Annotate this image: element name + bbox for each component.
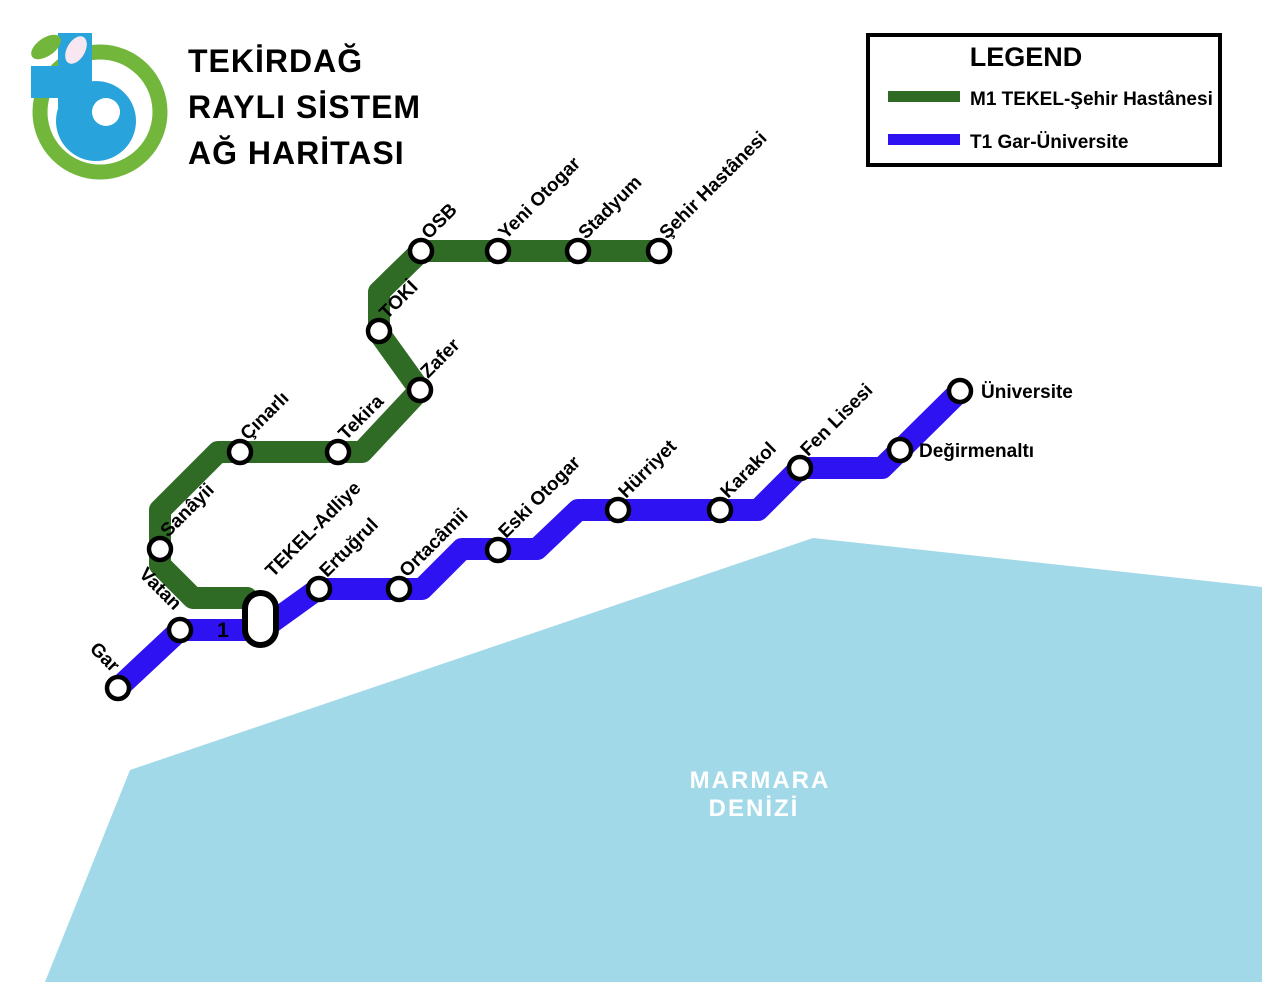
map-title-line3: AĞ HARİTASI — [188, 135, 405, 171]
station-marker-universite — [946, 377, 974, 405]
station-marker-eski-otogar — [484, 536, 512, 564]
station-marker-stadyum — [564, 237, 592, 265]
logo-leaf-icon — [31, 34, 61, 60]
station-marker-cinarli — [226, 438, 254, 466]
legend-swatch-m1 — [888, 91, 960, 102]
station-marker-hurriyet — [604, 496, 632, 524]
station-marker-gar — [104, 674, 132, 702]
legend-label-t1: T1 Gar-Üniversite — [970, 132, 1128, 153]
line-m1-path — [149, 240, 662, 621]
logo-ring — [32, 44, 168, 180]
logo-b-arm — [31, 66, 65, 98]
station-label-universite: Üniversite — [981, 382, 1073, 403]
map-title-line1: TEKİRDAĞ — [188, 43, 363, 79]
station-marker-osb — [407, 237, 435, 265]
station-label-tekel-adliye: TEKEL-Adliye — [262, 478, 366, 582]
station-marker-toki — [365, 317, 393, 345]
station-marker-tekira — [324, 438, 352, 466]
station-marker-ertugrul — [305, 575, 333, 603]
station-label-hurriyet: Hürriyet — [615, 436, 682, 503]
station-label-sehir-hastanesi: Şehir Hastânesi — [656, 128, 772, 244]
station-label-zafer: Zafer — [417, 334, 465, 382]
logo-pink-leaf-icon — [65, 36, 87, 64]
station-label-stadyum: Stadyum — [575, 172, 647, 244]
legend-label-m1: M1 TEKEL-Şehir Hastânesi — [970, 89, 1213, 110]
station-label-gar: Gar — [85, 639, 123, 677]
station-label-cinarli: Çınarlı — [237, 388, 294, 445]
station-marker-sehir-hastanesi — [645, 237, 673, 265]
legend-swatch-t1 — [888, 134, 960, 145]
station-marker-karakol — [706, 496, 734, 524]
station-label-degirmenalti: Değirmenaltı — [919, 441, 1034, 462]
station-marker-fen-lisesi — [786, 454, 814, 482]
station-marker-zafer — [406, 376, 434, 404]
logo-b-counter — [92, 98, 120, 126]
line-number-badge: 1 — [217, 619, 229, 642]
station-marker-yeni-otogar — [484, 237, 512, 265]
station-marker-ortacamii — [385, 575, 413, 603]
station-label-yeni-otogar: Yeni Otogar — [495, 153, 586, 244]
station-label-osb: OSB — [418, 200, 462, 244]
station-marker-degirmenalti — [886, 436, 914, 464]
interchange-marker-tekel-adliye — [242, 590, 279, 648]
station-marker-sanayii — [146, 535, 174, 563]
sea-label-line2: DENİZİ — [709, 795, 800, 822]
map-title-line2: RAYLI SİSTEM — [188, 89, 421, 125]
legend: LEGEND M1 TEKEL-Şehir Hastânesi T1 Gar-Ü… — [866, 33, 1222, 167]
sea-label-line1: MARMARA — [690, 767, 831, 794]
logo — [31, 33, 168, 180]
station-label-fen-lisesi: Fen Lisesi — [797, 380, 878, 461]
station-marker-vatan — [166, 616, 194, 644]
legend-title: LEGEND — [970, 42, 1083, 72]
marmara-sea-area — [45, 538, 1262, 982]
